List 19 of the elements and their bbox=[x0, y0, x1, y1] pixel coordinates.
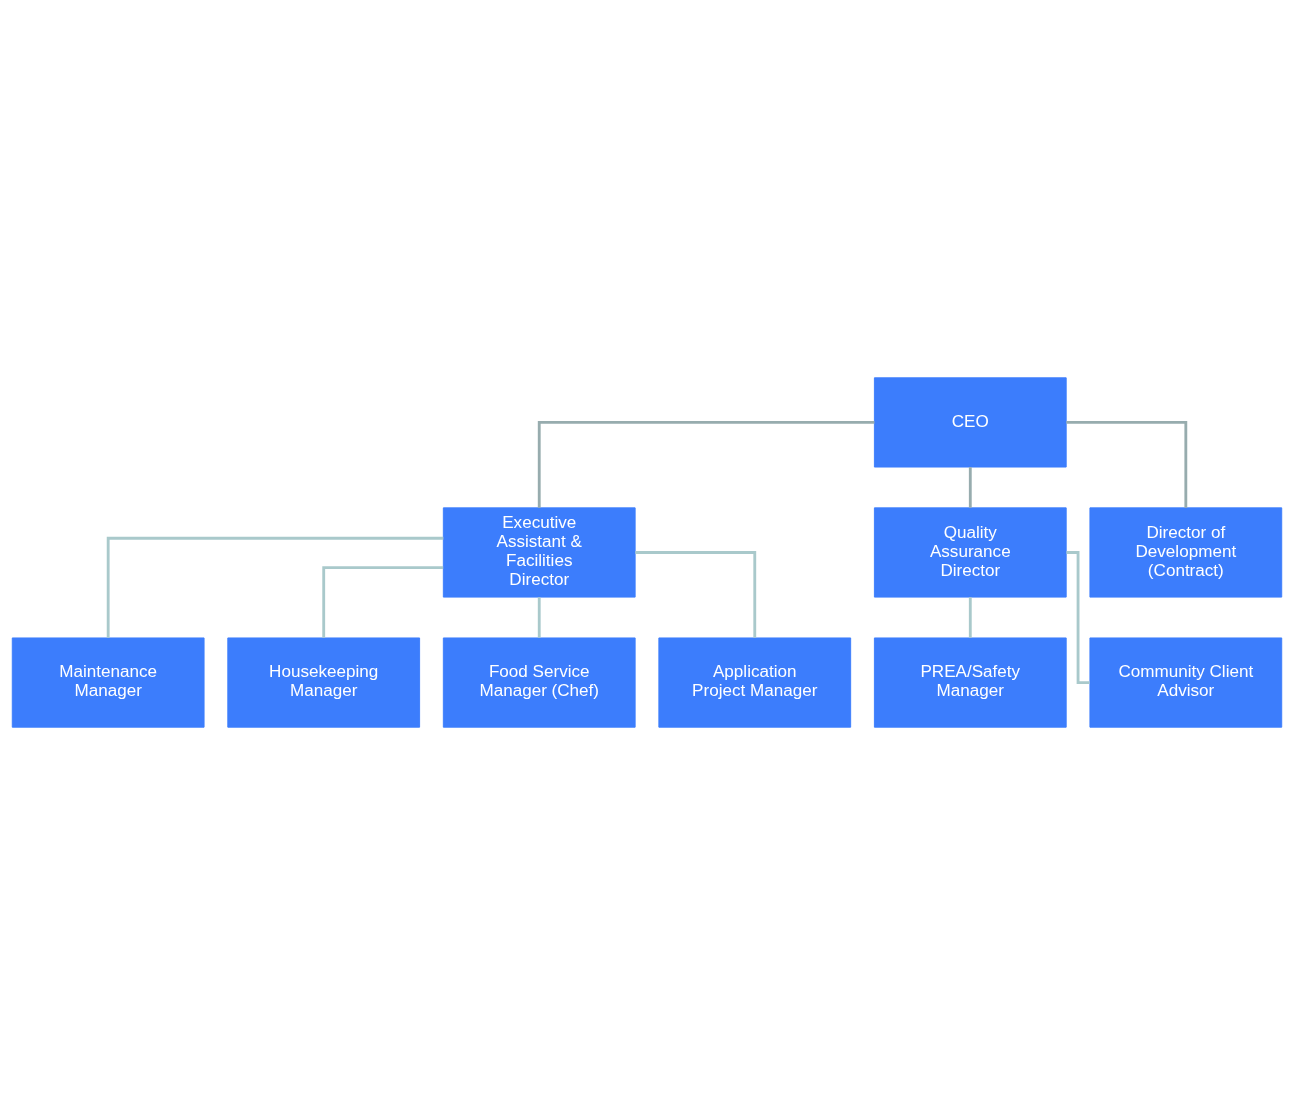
connector bbox=[968, 596, 972, 638]
connector bbox=[537, 420, 875, 508]
connector bbox=[635, 550, 757, 638]
connector bbox=[322, 565, 444, 638]
connector bbox=[968, 466, 972, 508]
node-box: Application Project Manager bbox=[658, 636, 852, 728]
node-box: Quality Assurance Director bbox=[873, 506, 1067, 598]
connector bbox=[537, 596, 541, 638]
node-box: Community Client Advisor bbox=[1089, 636, 1283, 728]
node-box: Executive Assistant & Facilities Director bbox=[442, 506, 636, 598]
connector bbox=[106, 536, 444, 638]
connector bbox=[1066, 420, 1188, 508]
node-box: Housekeeping Manager bbox=[227, 636, 421, 728]
node-box: Food Service Manager (Chef) bbox=[442, 636, 636, 728]
node-box: PREA/Safety Manager bbox=[873, 636, 1067, 728]
node-box: Maintenance Manager bbox=[11, 636, 205, 728]
node-box: CEO bbox=[873, 376, 1067, 468]
node-box: Director of Development (Contract) bbox=[1089, 506, 1283, 598]
connector bbox=[1066, 550, 1090, 684]
